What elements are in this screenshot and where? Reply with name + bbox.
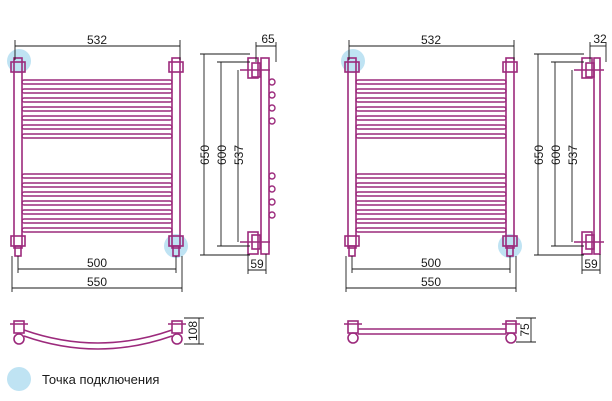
rungs-lower	[21, 173, 173, 233]
rung	[21, 115, 173, 121]
rung	[355, 106, 507, 112]
rung-end	[268, 211, 276, 219]
right-front-view	[341, 49, 522, 258]
dim-depth-bottom: 59	[250, 257, 264, 271]
fitting	[10, 61, 26, 73]
left-dimensions: 532 500 550	[11, 33, 183, 292]
rung	[355, 88, 507, 94]
rung	[355, 200, 507, 206]
right-riser	[171, 57, 181, 249]
rung-end	[268, 185, 276, 193]
rung	[21, 124, 173, 130]
rung	[21, 106, 173, 112]
rung	[21, 209, 173, 215]
rung-end	[268, 78, 276, 86]
right-plan-view: 75	[344, 317, 536, 344]
left-front-view	[7, 49, 188, 258]
rung	[21, 200, 173, 206]
dim-depth-top: 32	[593, 32, 607, 46]
rung	[355, 218, 507, 224]
rung-end	[268, 172, 276, 180]
rung	[355, 133, 507, 139]
rung	[21, 79, 173, 85]
rung	[355, 182, 507, 188]
rung	[21, 88, 173, 94]
rung	[21, 182, 173, 188]
rung	[355, 209, 507, 215]
dim-height-537: 537	[232, 145, 246, 165]
dim-height-650: 650	[532, 145, 546, 165]
right-side-view: 650 600 537 32 59	[532, 32, 607, 274]
rungs-upper	[21, 79, 173, 139]
left-side-view: 650 600 537 65 59	[198, 32, 277, 274]
left-plan-view: 108	[10, 317, 204, 350]
rung	[21, 191, 173, 197]
rung	[355, 227, 507, 233]
dim-height-650: 650	[198, 145, 212, 165]
dim-width-500: 500	[87, 256, 107, 270]
rung	[355, 191, 507, 197]
right-dimensions: 532 500 550	[345, 33, 517, 292]
rung	[21, 173, 173, 179]
rung-end	[268, 91, 276, 99]
rung	[355, 124, 507, 130]
dim-height-537: 537	[566, 145, 580, 165]
rung-end	[268, 117, 276, 125]
legend-label: Точка подключения	[42, 372, 159, 387]
dim-height-600: 600	[549, 145, 563, 165]
dim-width-top: 532	[421, 33, 441, 47]
dim-width-top: 532	[87, 33, 107, 47]
fitting	[168, 61, 184, 73]
legend: Точка подключения	[7, 367, 159, 391]
rung	[355, 97, 507, 103]
rung	[355, 173, 507, 179]
dim-plan-depth: 108	[186, 321, 200, 341]
dim-depth-bottom: 59	[584, 257, 598, 271]
dim-plan-depth: 75	[518, 323, 532, 337]
rung	[355, 115, 507, 121]
rung-end	[268, 104, 276, 112]
rung	[21, 97, 173, 103]
rung	[21, 133, 173, 139]
dim-height-600: 600	[215, 145, 229, 165]
rung	[21, 218, 173, 224]
dim-depth-top: 65	[261, 32, 275, 46]
dim-width-500: 500	[421, 256, 441, 270]
dim-width-550: 550	[421, 275, 441, 289]
fitting	[10, 235, 26, 247]
rung	[355, 79, 507, 85]
rung-end	[268, 198, 276, 206]
left-riser	[13, 57, 23, 249]
rung	[21, 227, 173, 233]
dim-width-550: 550	[87, 275, 107, 289]
legend-marker	[7, 367, 31, 391]
